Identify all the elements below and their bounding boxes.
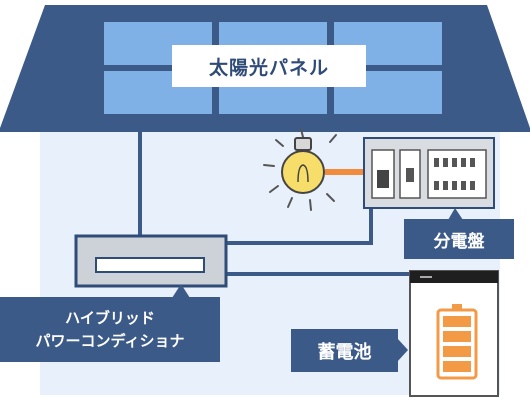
inverter-display (95, 257, 205, 273)
wire-inverter-to-breaker (226, 208, 373, 245)
breaker-label-pointer (448, 208, 463, 220)
solar-panel-label: 太陽光パネル (172, 45, 366, 87)
breaker-panel (363, 137, 495, 209)
breaker-panel-label: 分電盤 (404, 219, 514, 259)
inverter-label-pointer (172, 284, 190, 298)
light-bulb-icon (263, 128, 364, 211)
inverter-label: ハイブリッド パワーコンディショナ (0, 297, 220, 362)
breaker-bank (427, 149, 487, 199)
wiring (138, 130, 418, 276)
battery-label-pointer (397, 338, 408, 362)
battery-icon (436, 304, 478, 380)
inverter-unit (74, 234, 228, 288)
inverter-label-line2: パワーコンディショナ (35, 331, 185, 350)
battery-label: 蓄電池 (291, 329, 398, 372)
solar-panel-array (104, 22, 442, 114)
inverter-label-line1: ハイブリッド (65, 308, 155, 327)
